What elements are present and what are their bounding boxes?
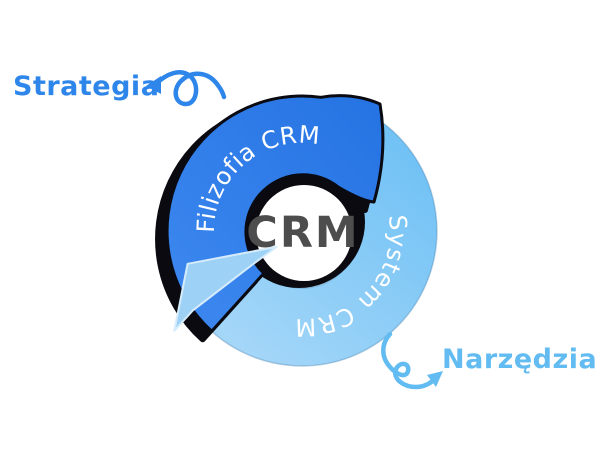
strategy-callout: Strategia — [13, 70, 227, 107]
center-circle — [256, 185, 352, 281]
center-label: CRM — [246, 208, 359, 258]
tools-label: Narzędzia — [442, 344, 597, 375]
strategy-label: Strategia — [13, 71, 159, 102]
curly-doodle-arrow-icon — [153, 70, 227, 107]
tools-callout: Narzędzia — [381, 331, 597, 390]
curly-doodle-arrow-icon — [381, 331, 439, 390]
system-arrowhead — [173, 245, 278, 332]
doodle-arrowhead-left — [146, 76, 161, 94]
doodle-arrowhead-right — [427, 371, 443, 387]
